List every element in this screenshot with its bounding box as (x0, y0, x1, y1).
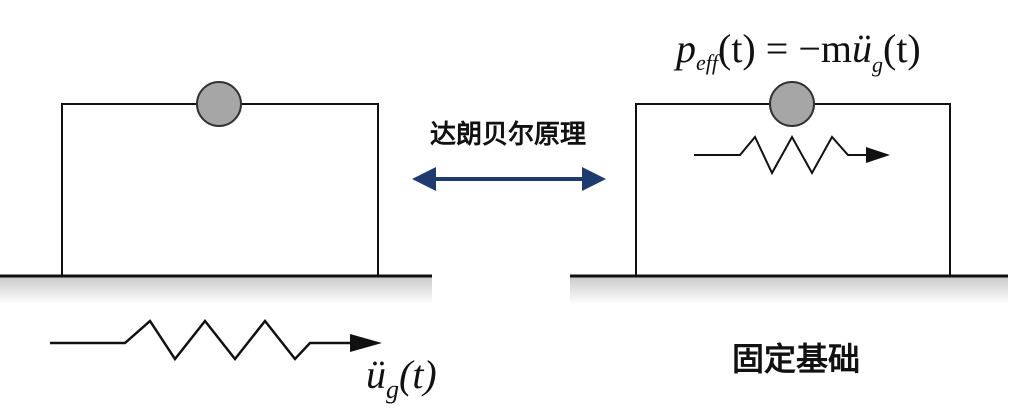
left-frame (61, 103, 379, 276)
effective-force-equation: peff(t) = −müg(t) (673, 26, 921, 77)
principle-label: 达朗贝尔原理 (430, 119, 586, 150)
double-arrow-icon (412, 167, 606, 191)
right-system (570, 81, 1008, 304)
principle-group: 达朗贝尔原理 (412, 119, 606, 191)
ground-motion-zigzag-arrow-icon (50, 318, 382, 362)
effective-force-zigzag-arrow-icon (694, 134, 890, 176)
right-frame (635, 103, 951, 276)
right-ground (570, 276, 1008, 304)
right-mass-icon (769, 81, 815, 127)
left-ground (0, 276, 432, 304)
ground-acceleration-label: üg(t) (366, 352, 437, 404)
left-system (0, 81, 432, 362)
fixed-base-label: 固定基础 (732, 340, 860, 378)
left-mass-icon (196, 81, 242, 127)
